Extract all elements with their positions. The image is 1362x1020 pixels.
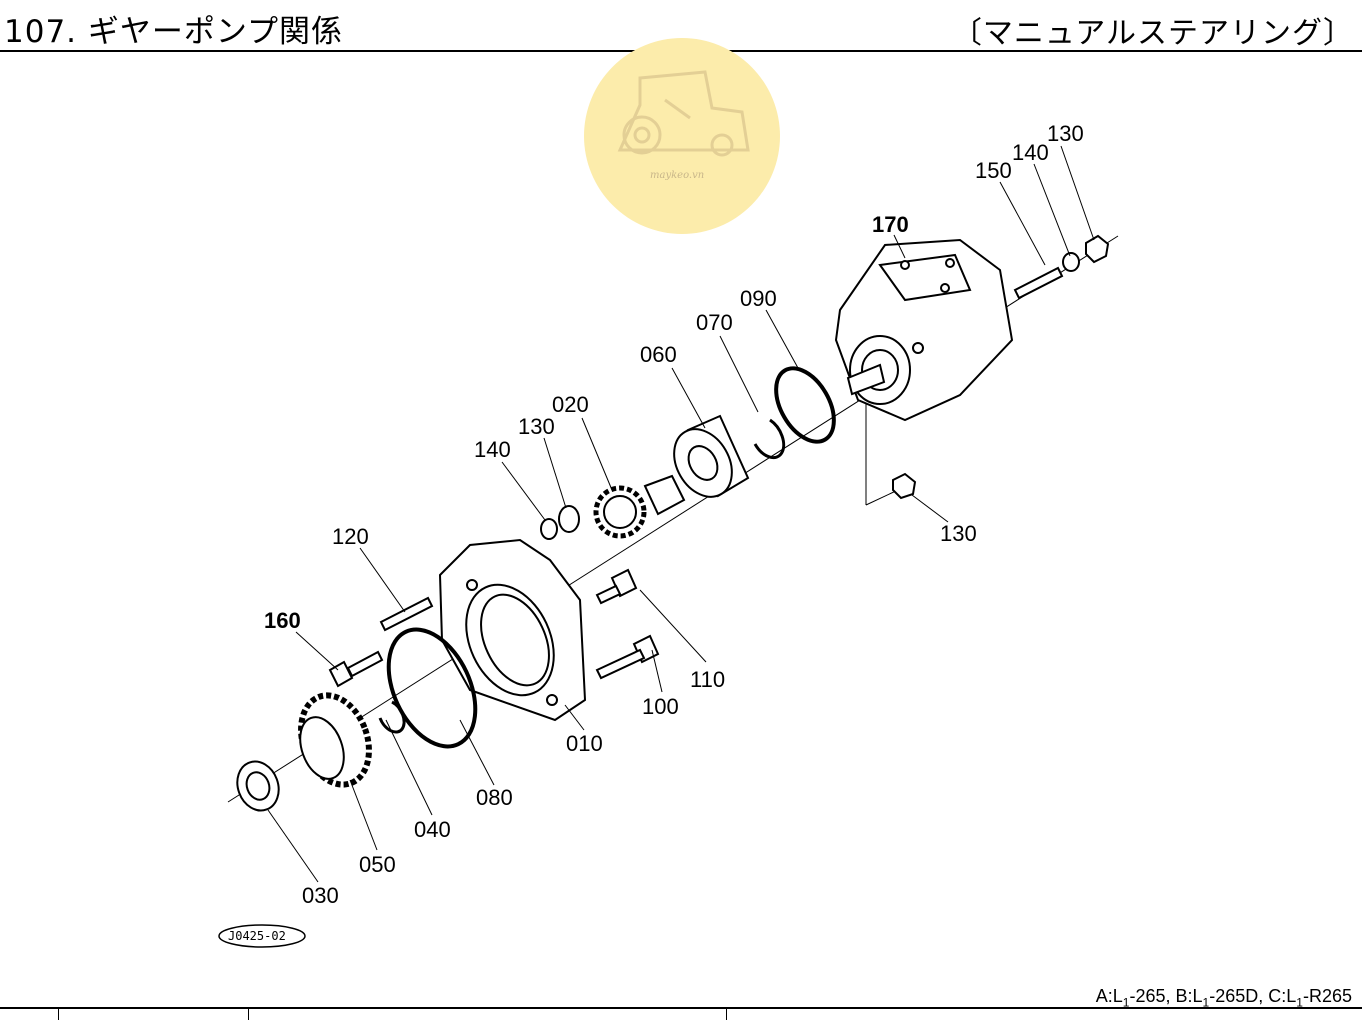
part-060-bearing <box>673 414 750 498</box>
footer-tick <box>58 1007 59 1020</box>
part-label-070: 070 <box>696 310 733 335</box>
part-label-030: 030 <box>302 883 339 908</box>
part-label-140-top: 140 <box>1012 140 1049 165</box>
model-c-sub: 1 <box>1296 995 1303 1010</box>
applicable-models: A:L1-265, B:L1-265D, C:L1-R265 <box>1096 986 1352 1010</box>
part-label-130-mid: 130 <box>518 414 555 439</box>
part-label-050: 050 <box>359 852 396 877</box>
part-150-stud <box>1013 266 1064 300</box>
part-label-170: 170 <box>872 212 909 237</box>
tractor-icon <box>617 70 750 157</box>
part-110-bolt <box>595 568 638 605</box>
footer-tick <box>726 1007 727 1020</box>
model-a-sub: 1 <box>1122 995 1130 1010</box>
part-label-160: 160 <box>264 608 301 633</box>
figure-code-oval <box>218 924 306 948</box>
part-label-120: 120 <box>332 524 369 549</box>
part-130-nut-lower <box>892 472 917 500</box>
model-b-suffix: -265D, <box>1209 986 1269 1006</box>
part-label-150: 150 <box>975 158 1012 183</box>
part-label-110: 110 <box>690 667 725 692</box>
part-120-stud <box>379 596 434 632</box>
footer-tick <box>248 1007 249 1020</box>
part-130-nut-inner <box>558 505 580 533</box>
part-140-washer-inner <box>540 518 558 540</box>
part-020-drive-gear <box>593 474 686 539</box>
part-label-060: 060 <box>640 342 677 367</box>
part-label-040: 040 <box>414 817 451 842</box>
part-130-nut <box>1085 234 1110 264</box>
page-subtitle: 〔マニュアルステアリング〕 <box>951 16 1354 51</box>
model-c-prefix: C:L <box>1268 986 1297 1006</box>
part-050-gear <box>298 692 372 788</box>
model-b-prefix: B:L <box>1175 986 1203 1006</box>
part-label-010: 010 <box>566 731 603 756</box>
part-040-circlip <box>378 700 406 734</box>
figure-code: J0425-02 <box>228 929 286 943</box>
footer-rule <box>0 1007 1362 1009</box>
watermark-text: maykeo.vn <box>650 170 704 181</box>
part-160-bolt <box>328 650 384 688</box>
model-c-suffix: -R265 <box>1302 986 1352 1006</box>
part-label-130-bottom: 130 <box>940 521 977 546</box>
model-a-prefix: A:L <box>1095 986 1123 1006</box>
part-label-130-top: 130 <box>1047 121 1084 146</box>
model-b-sub: 1 <box>1202 995 1210 1010</box>
part-100-bolt <box>595 634 660 680</box>
part-030-oil-seal <box>236 760 280 812</box>
page-title: 107. ギヤーポンプ関係 <box>4 14 343 50</box>
part-label-140-mid: 140 <box>474 437 511 462</box>
part-label-100: 100 <box>642 694 679 719</box>
part-070-snap-ring <box>753 418 786 460</box>
part-170-pump-body <box>834 238 1014 422</box>
part-label-080: 080 <box>476 785 513 810</box>
part-label-020: 020 <box>552 392 589 417</box>
model-a-suffix: -265, <box>1129 986 1176 1006</box>
watermark-badge <box>584 38 780 234</box>
part-label-090: 090 <box>740 286 777 311</box>
part-010-gear-case <box>438 538 587 722</box>
part-140-washer <box>1062 252 1080 272</box>
part-090-o-ring <box>774 366 836 444</box>
